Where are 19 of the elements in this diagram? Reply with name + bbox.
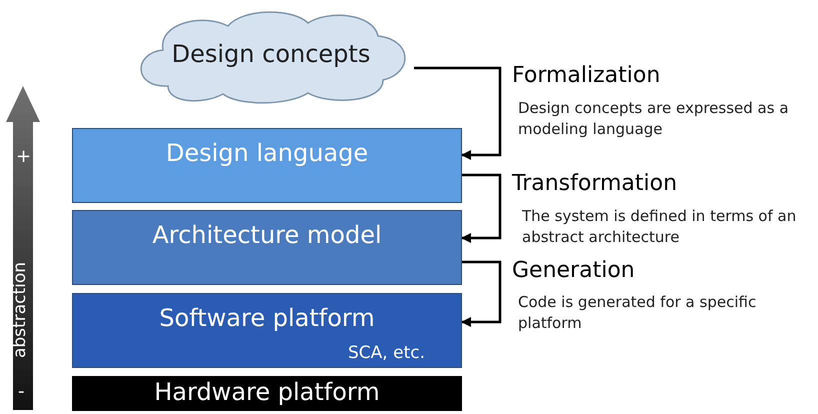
layer-box [72,293,462,368]
description-text: Code is generated for a specific platform [518,292,758,334]
bracket-arrow [414,66,502,160]
layer-title: Hardware platform [153,378,381,406]
layer-box [72,376,462,411]
sign-label: - [18,381,24,402]
layer-title: Design language [164,139,370,167]
description-text: Design concepts are expressed as a modeling language [518,98,790,140]
description-text: The system is defined in terms of an abstract architecture [522,206,798,248]
bracket-arrow [461,260,502,327]
bracket-arrow [461,174,502,243]
layer-title: Architecture model [151,221,383,249]
layer-title: Software platform [158,304,376,332]
layer-title: Design concepts [170,40,372,68]
layer-box [72,128,462,203]
sign-label: + [16,146,32,167]
layer-box [72,210,462,285]
axis-label: abstraction [10,260,30,360]
example-label: SCA, etc. [348,343,425,363]
